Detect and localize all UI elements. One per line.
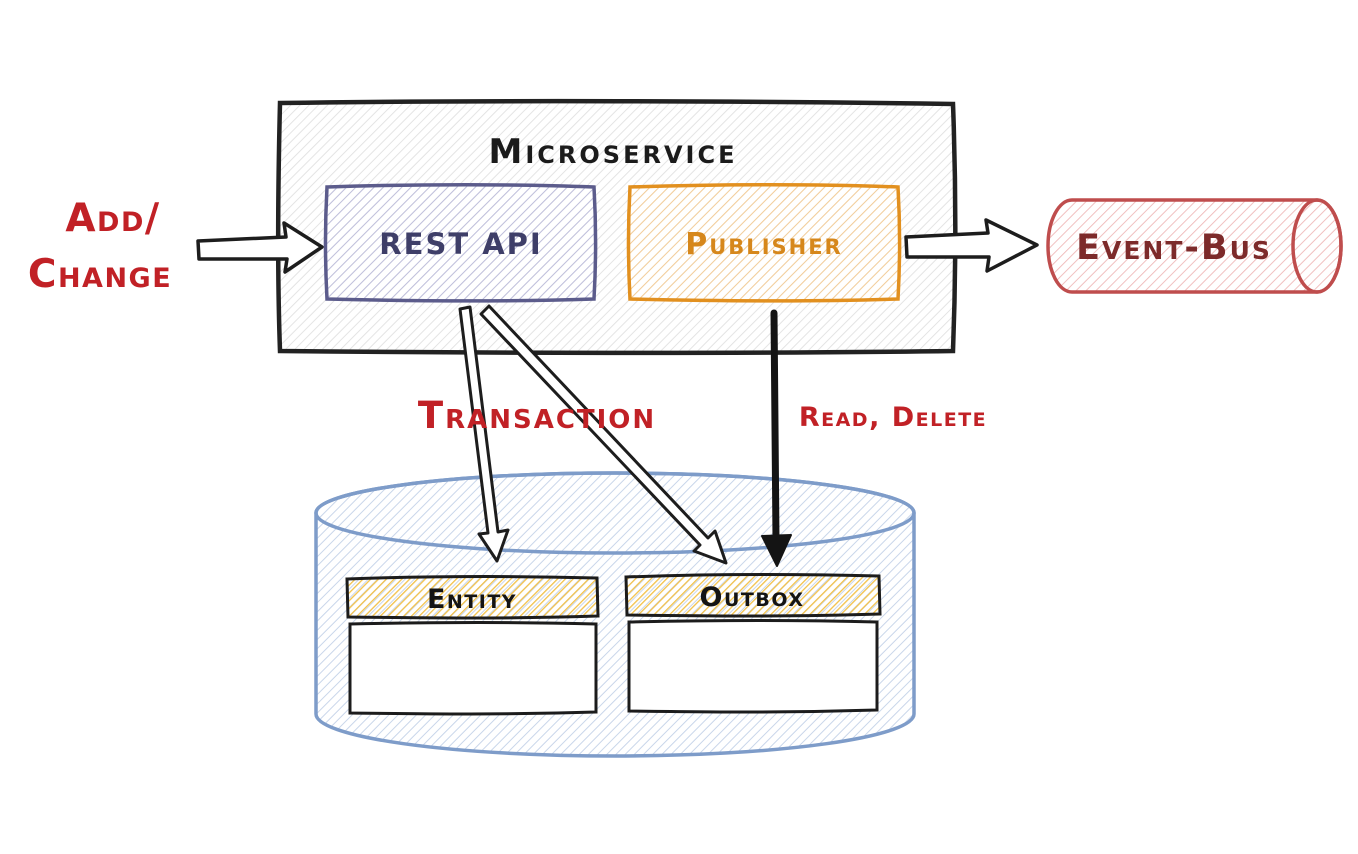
read-delete-label: Read, Delete (799, 402, 987, 433)
entity-table: Entity (345, 575, 600, 716)
add-change-label: Add/ Change (28, 196, 172, 297)
outbox-table-body (627, 619, 879, 714)
add-change-line1: Add/ (65, 196, 160, 241)
database-top-ellipse (314, 471, 916, 555)
arrow-rest-api-to-entity (458, 305, 510, 563)
publisher-border (626, 183, 902, 303)
arrow-publisher-to-event-bus (904, 218, 1039, 273)
transaction-label: Transaction (418, 394, 656, 437)
entity-table-body (348, 621, 598, 716)
outbox-table: Outbox (624, 573, 882, 714)
event-bus-label: Event-Bus (1076, 228, 1272, 268)
microservice-title: Microservice (489, 132, 738, 172)
add-change-line2: Change (28, 252, 172, 297)
outbox-table-label: Outbox (700, 582, 805, 613)
entity-table-label: Entity (427, 584, 517, 615)
rest-api-border (323, 183, 598, 303)
publisher-label: Publisher (685, 227, 842, 262)
arrow-publisher-to-outbox-shaft (770, 309, 780, 544)
publisher-node: Publisher (626, 183, 902, 303)
rest-api-node: REST API (323, 183, 598, 303)
event-bus-cap-ellipse (1291, 198, 1343, 294)
arrow-rest-api-to-outbox (479, 304, 728, 565)
outbox-table-header (624, 573, 882, 618)
event-bus-node: Event-Bus (1046, 198, 1343, 294)
arrow-publisher-to-outbox-head (761, 534, 792, 567)
arrow-publisher-to-outbox (761, 309, 792, 567)
rest-api-label: REST API (379, 227, 542, 261)
arrow-add-change-to-microservice (196, 221, 324, 274)
entity-table-header (345, 575, 600, 620)
